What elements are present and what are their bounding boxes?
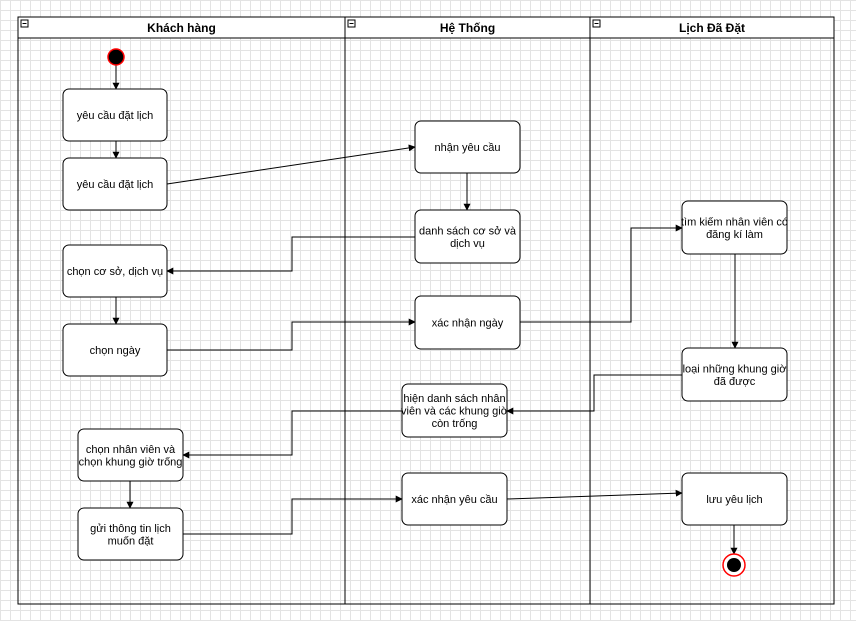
activity-box[interactable] [681,472,788,526]
activity-label: nhận yêu cầu [434,142,500,154]
activity-label: yêu cầu đặt lịch [77,179,153,191]
activity-label: yêu cầu đặt lịch [77,110,153,122]
activity-box[interactable] [681,347,788,402]
activity-node-n3[interactable]: nhận yêu cầu [414,120,521,174]
activity-node-n13[interactable]: xác nhận yêu cầu [401,472,508,526]
flow-arrow-n12-to-n13 [183,495,403,535]
activity-label: chọn cơ sở, dịch vụ [67,266,163,278]
flow-arrow-n9-to-n10 [506,374,682,415]
activity-label: muốn đặt [108,535,154,547]
activity-label: chọn nhân viên và [86,444,176,456]
activity-label: gửi thông tin lịch [90,523,171,535]
activity-node-n7[interactable]: xác nhận ngày [414,295,521,350]
activity-box[interactable] [62,157,168,211]
swimlane-title: Lịch Đã Đặt [679,21,745,35]
activity-box[interactable] [414,209,521,264]
activity-label: xác nhận ngày [432,318,504,330]
activity-node-n5[interactable]: chọn cơ sở, dịch vụ [62,244,168,298]
flow-arrow-n6-to-n7 [167,318,416,351]
activity-label: danh sách cơ sở và [419,225,517,237]
swimlane-he-thong: Hệ Thống [344,16,591,605]
activity-label: đăng kí làm [706,229,763,241]
activity-label: chọn ngày [90,345,141,357]
flow-arrow-n4-to-n5 [166,236,415,275]
flow-arrow-n2-to-n3 [166,144,416,185]
collapse-icon[interactable] [347,19,356,28]
activity-label: còn trống [432,418,478,430]
swimlane-title: Hệ Thống [440,21,495,35]
collapse-icon[interactable] [20,19,29,28]
start-node[interactable] [107,48,125,66]
flow-arrow-n10-to-n11 [182,410,402,459]
swimlane-lich-da-dat: Lịch Đã Đặt [589,16,835,605]
activity-box[interactable] [401,383,508,438]
activity-label: lưu yêu lịch [706,494,762,506]
activity-node-n14[interactable]: lưu yêu lịch [681,472,788,526]
activity-box[interactable] [77,428,184,482]
activity-label: tìm kiếm nhân viên có [681,216,788,228]
activity-node-n6[interactable]: chọn ngày [62,323,168,377]
activity-box[interactable] [401,472,508,526]
activity-node-n2[interactable]: yêu cầu đặt lịch [62,157,168,211]
activity-box[interactable] [414,295,521,350]
activity-box[interactable] [62,323,168,377]
activity-box[interactable] [62,244,168,298]
activity-box[interactable] [77,507,184,561]
activity-label: xác nhận yêu cầu [411,494,497,506]
swimlane-header [589,16,835,39]
flow-arrow-n13-to-n14 [506,489,683,500]
collapse-icon[interactable] [592,19,601,28]
activity-label: viên và các khung giờ [401,406,508,418]
activity-label: chọn khung giờ trống [79,456,183,468]
activity-node-n1[interactable]: yêu cầu đặt lịch [62,88,168,142]
activity-label: đã được [714,376,756,388]
activity-box[interactable] [62,88,168,142]
activity-label: dịch vụ [450,238,485,250]
swimlane-khach-hang: Khách hàng [17,16,346,605]
activity-box[interactable] [681,200,788,255]
activity-box[interactable] [414,120,521,174]
end-node[interactable] [722,553,746,577]
activity-label: hiện danh sách nhân [403,393,505,405]
flow-arrow-n7-to-n8 [520,224,683,323]
swimlane-title: Khách hàng [147,21,216,35]
activity-label: loại những khung giờ [683,363,787,375]
